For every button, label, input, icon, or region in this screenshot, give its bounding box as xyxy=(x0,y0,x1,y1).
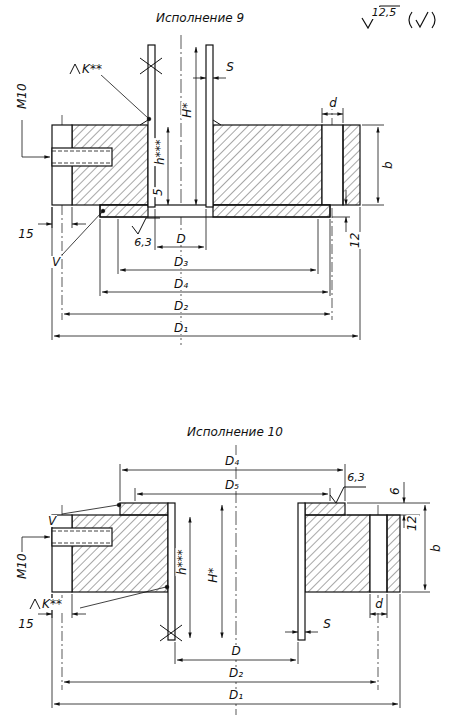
weld-leg-label: K** xyxy=(81,63,103,76)
dimension-label: 6 xyxy=(389,486,402,496)
thread-label: M10 xyxy=(16,82,29,110)
flange-section-10 xyxy=(52,445,400,715)
dimension-label: D₅ xyxy=(224,479,240,492)
dimension-label: D₄ xyxy=(224,455,240,468)
view-title: Исполнение 9 xyxy=(155,12,245,25)
dimension-label: d xyxy=(328,97,338,110)
weld-label: V xyxy=(47,515,57,528)
roughness-value: 6,3 xyxy=(133,237,153,249)
weld-leg-label: K** xyxy=(41,598,63,611)
dimension-label: 15 xyxy=(17,618,34,631)
dimension-label: b xyxy=(430,543,443,553)
dimension-label: H* xyxy=(208,566,221,583)
dimension-label: D xyxy=(230,645,241,658)
dimension-label: d xyxy=(374,598,384,611)
flange-section-9 xyxy=(52,35,360,345)
roughness-value: 6,3 xyxy=(346,472,366,484)
dimension-label: b xyxy=(382,160,395,170)
dimension-label: D₂ xyxy=(173,300,189,313)
dimension-label: h*** xyxy=(154,138,167,166)
dimension-label: 5 xyxy=(152,187,165,197)
dimension-label: D₄ xyxy=(173,278,189,291)
dimension-label: D xyxy=(175,233,186,246)
dimension-label: D₃ xyxy=(173,256,189,269)
dimension-label: h*** xyxy=(176,548,189,576)
dimension-label: D₂ xyxy=(228,667,244,680)
dimension-label: D₁ xyxy=(173,322,189,335)
dimension-lines-9 xyxy=(22,47,384,340)
dimension-label: 12 xyxy=(350,231,363,248)
roughness-value: 12,5 xyxy=(371,7,398,19)
view-title: Исполнение 10 xyxy=(186,426,284,439)
dimension-label: S xyxy=(225,61,235,74)
dimension-label: D₁ xyxy=(228,689,244,702)
weld-label: V xyxy=(51,256,61,269)
dimension-label: 15 xyxy=(17,228,34,241)
dimension-lines-10 xyxy=(22,464,430,708)
dimension-label: H* xyxy=(182,101,195,118)
dimension-label: S xyxy=(322,618,332,631)
roughness-symbol xyxy=(362,6,435,28)
dimension-label: 12 xyxy=(407,514,420,531)
thread-label: M10 xyxy=(16,552,29,580)
